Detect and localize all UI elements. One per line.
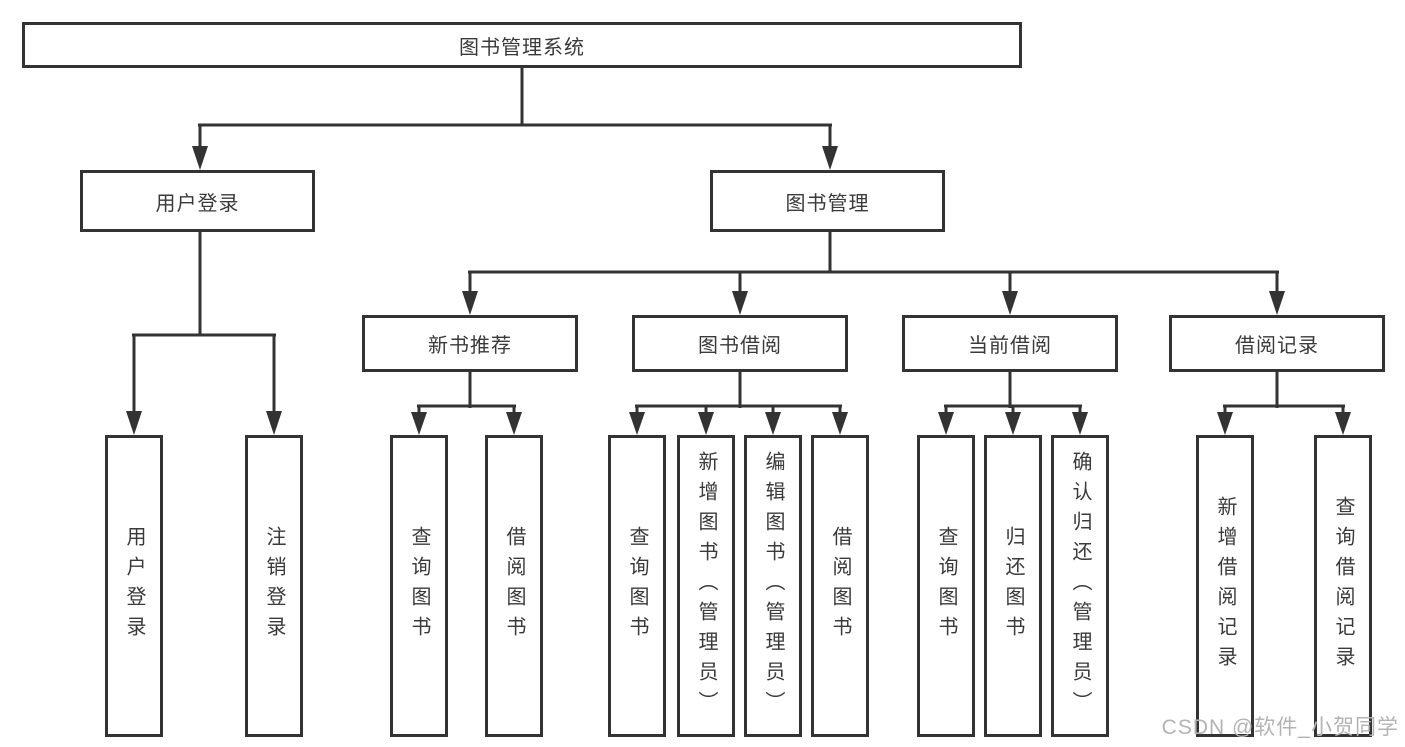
leaf-borrow-books-recommend: 借阅图书 bbox=[485, 435, 543, 737]
connector-book-borrowing-to-leaves bbox=[629, 372, 848, 435]
arrowhead bbox=[1269, 291, 1285, 315]
arrowhead bbox=[506, 412, 522, 435]
connector-user-login-to-leaves bbox=[126, 232, 282, 435]
arrowhead bbox=[1217, 412, 1233, 435]
arrowhead bbox=[126, 411, 142, 435]
leaf-logout-login: 注销登录 bbox=[245, 435, 303, 737]
leaf-confirm-return-admin: 确认归还（管理员） bbox=[1051, 435, 1109, 737]
node-book-management: 图书管理 bbox=[710, 170, 945, 232]
node-new-book-recommendation: 新书推荐 bbox=[362, 315, 578, 372]
arrowhead bbox=[1005, 412, 1021, 435]
arrowhead bbox=[192, 146, 208, 170]
node-borrowing-records: 借阅记录 bbox=[1169, 315, 1385, 372]
leaf-search-borrow-record: 查询借阅记录 bbox=[1314, 435, 1372, 737]
connector-borrowing-records-to-leaves bbox=[1217, 372, 1351, 435]
connector-new-book-to-leaves bbox=[411, 372, 522, 435]
arrowhead bbox=[266, 411, 282, 435]
node-user-login: 用户登录 bbox=[80, 170, 315, 232]
arrowhead bbox=[732, 291, 748, 315]
leaf-borrow-books-borrowing: 借阅图书 bbox=[811, 435, 869, 737]
arrowhead bbox=[1002, 291, 1018, 315]
arrowhead bbox=[822, 146, 838, 170]
node-book-borrowing: 图书借阅 bbox=[632, 315, 848, 372]
leaf-search-books-recommend: 查询图书 bbox=[390, 435, 448, 737]
connector-book-management-to-level3 bbox=[462, 232, 1285, 315]
arrowhead bbox=[832, 412, 848, 435]
arrowhead bbox=[1335, 412, 1351, 435]
arrowhead bbox=[629, 412, 645, 435]
arrowhead bbox=[1072, 412, 1088, 435]
arrowhead bbox=[765, 412, 781, 435]
leaf-add-book-admin: 新增图书（管理员） bbox=[677, 435, 735, 737]
connector-current-borrowing-to-leaves bbox=[938, 372, 1088, 435]
arrowhead bbox=[462, 291, 478, 315]
leaf-edit-book-admin: 编辑图书（管理员） bbox=[744, 435, 802, 737]
node-root: 图书管理系统 bbox=[22, 22, 1022, 68]
leaf-add-borrow-record: 新增借阅记录 bbox=[1196, 435, 1254, 737]
leaf-user-login: 用户登录 bbox=[105, 435, 163, 737]
leaf-search-books-borrowing: 查询图书 bbox=[608, 435, 666, 737]
arrowhead bbox=[411, 412, 427, 435]
leaf-search-books-current: 查询图书 bbox=[917, 435, 975, 737]
connector-root-to-level2 bbox=[192, 68, 838, 170]
node-current-borrowing: 当前借阅 bbox=[902, 315, 1118, 372]
arrowhead bbox=[938, 412, 954, 435]
csdn-watermark: CSDN @软件_小贺同学 bbox=[1161, 716, 1399, 739]
arrowhead bbox=[698, 412, 714, 435]
leaf-return-books: 归还图书 bbox=[984, 435, 1042, 737]
